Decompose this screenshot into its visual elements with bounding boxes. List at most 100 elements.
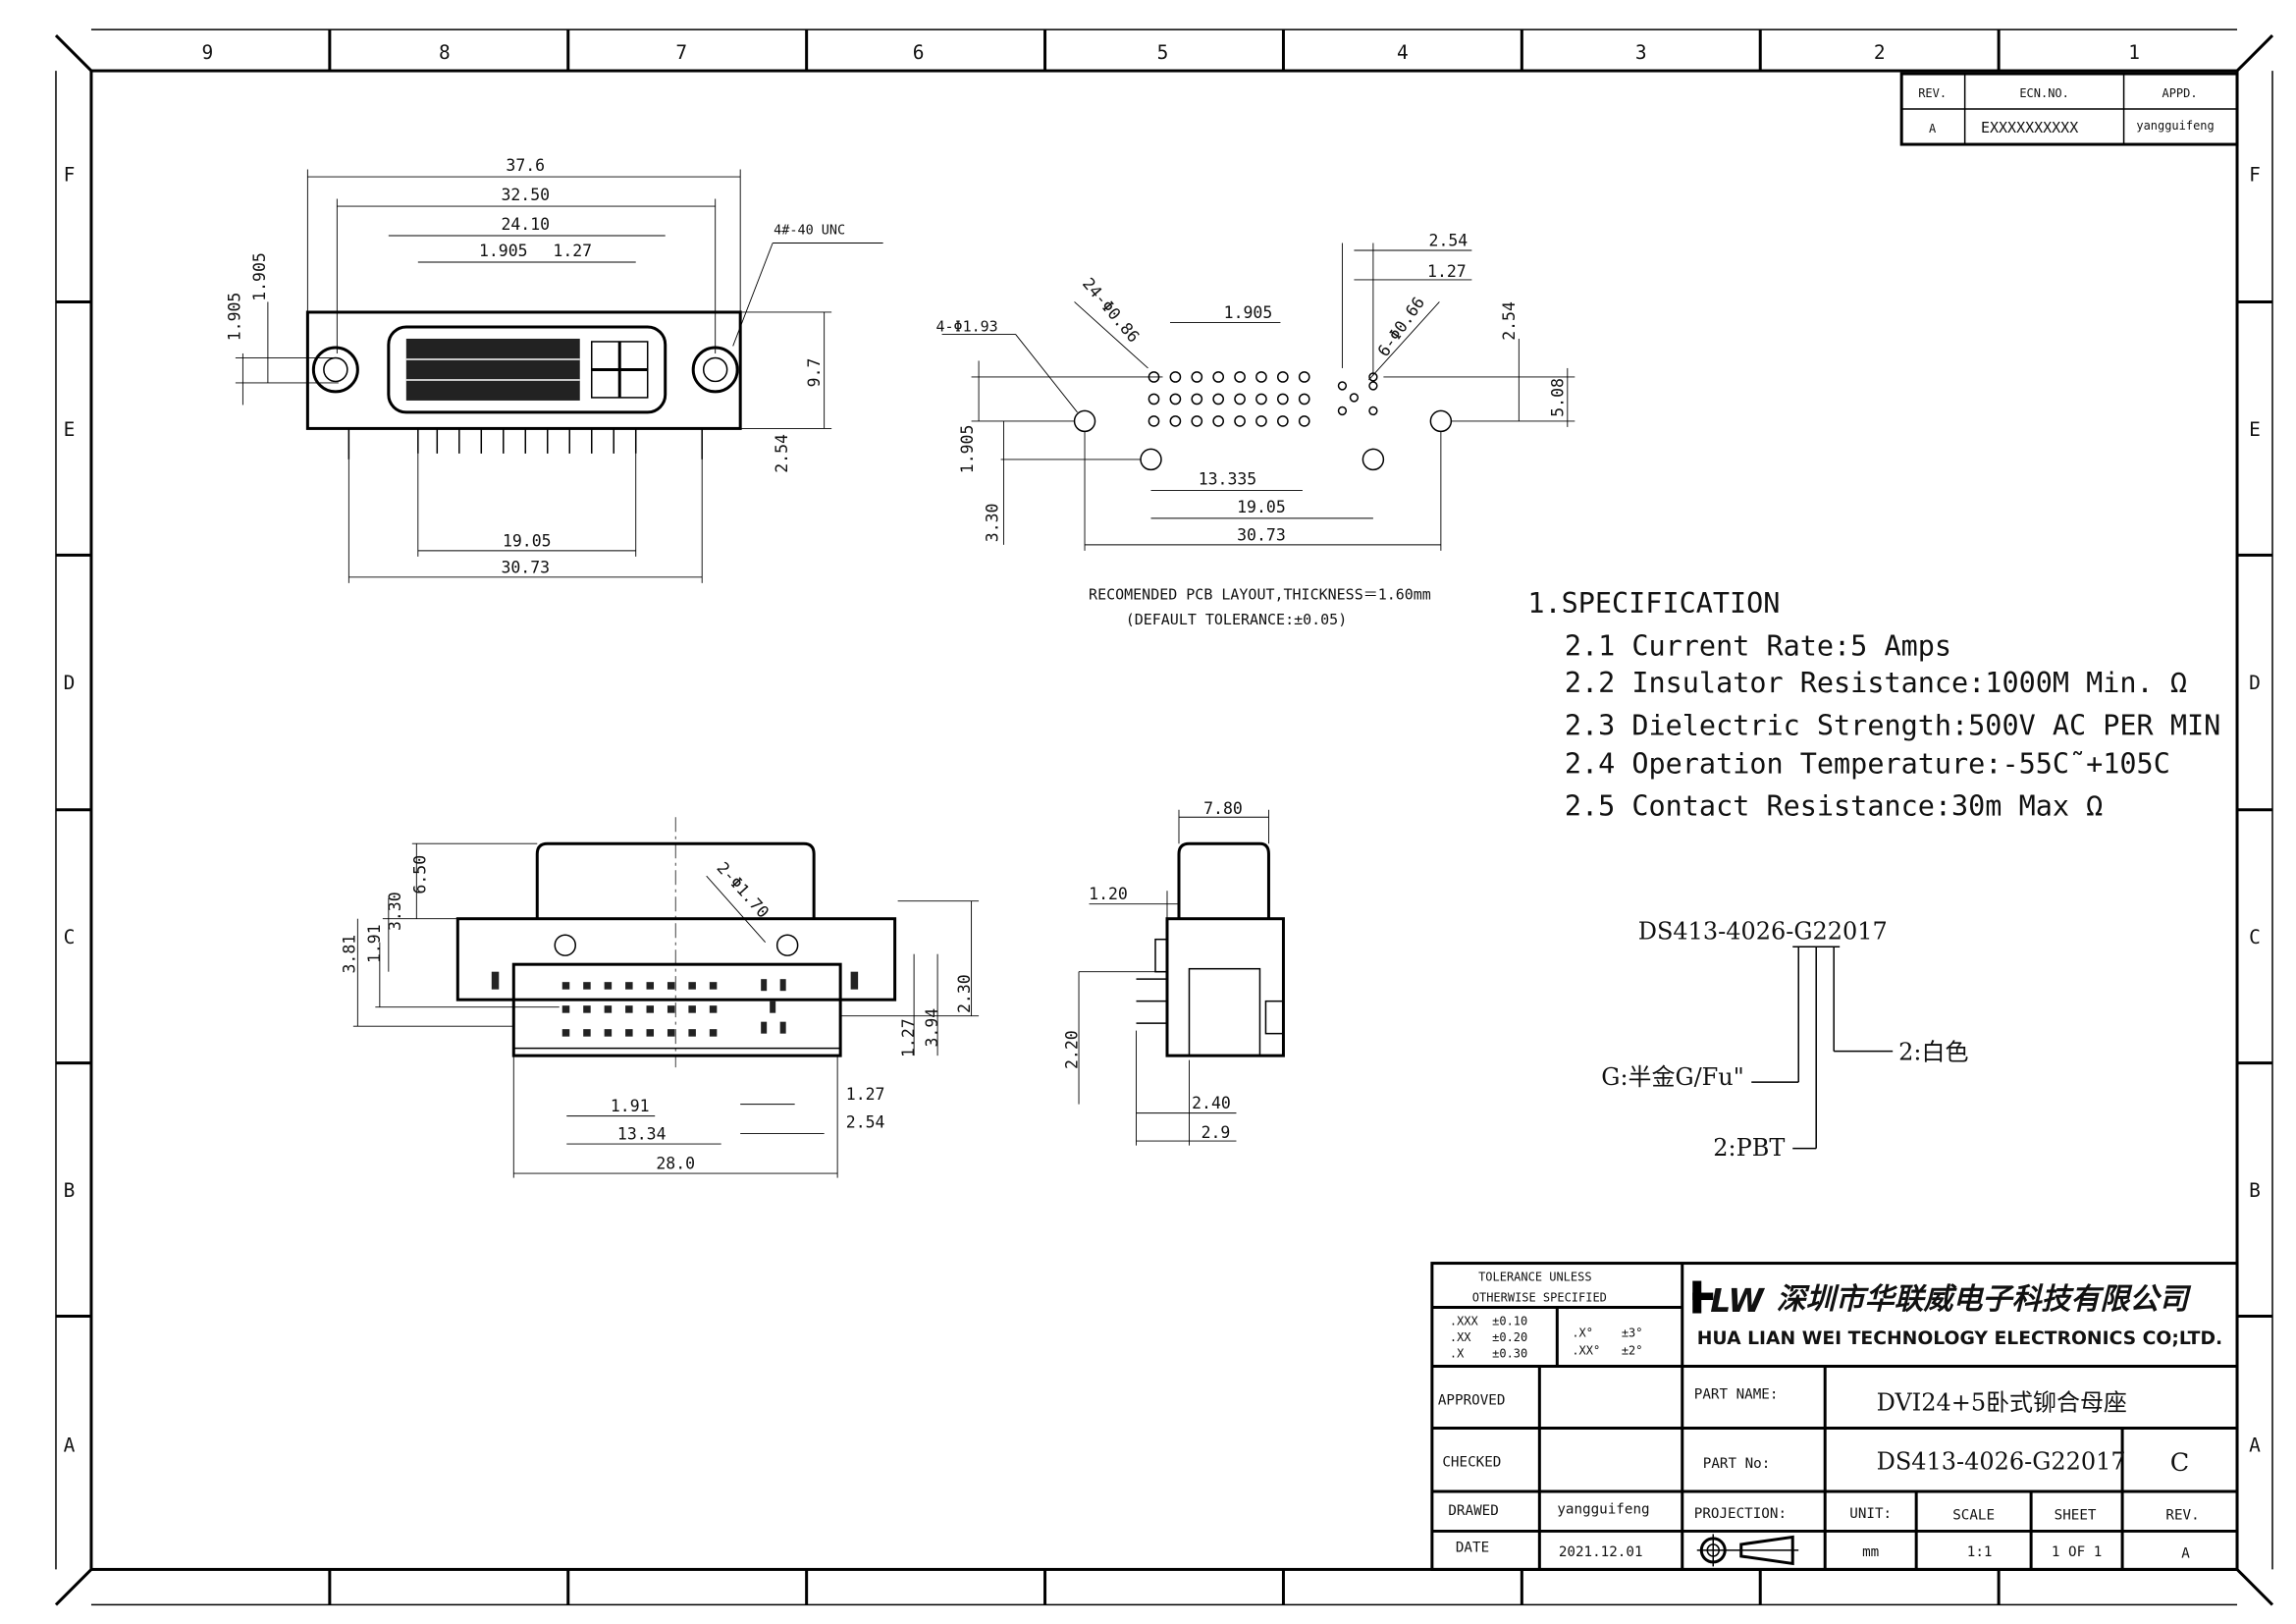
pcb-pin-hole — [1148, 393, 1160, 406]
pcb-pin-hole — [1234, 371, 1246, 383]
dimension-label: 1.91 — [365, 924, 384, 963]
contact-pin — [583, 982, 591, 990]
row-label: D — [64, 672, 76, 694]
contact-pin — [761, 1021, 768, 1034]
dimension-label: 3.94 — [923, 1008, 941, 1048]
contact-pin — [561, 1005, 570, 1013]
date-label: DATE — [1456, 1540, 1489, 1555]
contact-pin — [688, 1029, 696, 1037]
ecn-value: EXXXXXXXXXX — [1981, 119, 2078, 136]
approved-label: APPROVED — [1438, 1392, 1506, 1408]
pcb-pin-hole — [1191, 415, 1203, 427]
tolerance-value: .XX ±0.20 — [1450, 1330, 1527, 1344]
contact-pin — [770, 1001, 776, 1013]
pcb-pin-hole — [1234, 393, 1246, 406]
callout-part-number: DS413-4026-G22017 — [1638, 918, 1888, 946]
dimension-label: 1.27 — [553, 242, 592, 260]
contact-pin — [561, 982, 570, 990]
tolerance-header: OTHERWISE SPECIFIED — [1472, 1291, 1607, 1305]
scale-label: SCALE — [1952, 1507, 1995, 1523]
dimension-label: 2.20 — [1063, 1030, 1082, 1069]
contact-pin — [779, 1021, 786, 1034]
contact-pin — [646, 982, 655, 990]
row-label: A — [64, 1434, 76, 1456]
dimension-label: 4#-40 UNC — [774, 223, 845, 239]
spec-item: 2.2 Insulator Resistance:1000M Min. Ω — [1565, 667, 2187, 699]
pcb-pin-hole — [1169, 393, 1182, 406]
dimension-label: 13.335 — [1199, 469, 1257, 488]
dimension-label: 1.91 — [611, 1097, 650, 1115]
pcb-pin-hole — [1276, 371, 1289, 383]
dimension-label: 1.905 — [479, 242, 528, 260]
dimension-label: 3.81 — [340, 935, 358, 974]
contact-pin — [604, 982, 613, 990]
sheet-label: SHEET — [2055, 1507, 2097, 1523]
contact-pin — [646, 1005, 655, 1013]
date-value: 2021.12.01 — [1559, 1544, 1643, 1560]
dimension-label: 13.34 — [617, 1125, 667, 1144]
callout-material: 2:PBT — [1713, 1134, 1785, 1162]
spec-item: 2.5 Contact Resistance:30m Max Ω — [1565, 790, 2103, 823]
row-label: B — [64, 1179, 76, 1202]
column-label: 3 — [1635, 41, 1647, 64]
dimension-label: 30.73 — [501, 558, 550, 576]
pcb-pin-hole — [1276, 393, 1289, 406]
row-label: C — [64, 926, 76, 948]
contact-pin — [625, 982, 633, 990]
tolerance-header: TOLERANCE UNLESS — [1478, 1271, 1591, 1284]
pcb-pin-hole — [1212, 371, 1225, 383]
contact-pin — [604, 1029, 613, 1037]
row-label: E — [64, 418, 76, 441]
spec-item: 2.4 Operation Temperature:-55C˜+105C — [1565, 747, 2170, 780]
contact-pin — [688, 1005, 696, 1013]
contact-pin — [667, 1005, 675, 1013]
pcb-pin-hole — [1298, 371, 1310, 383]
dimension-label: 28.0 — [656, 1155, 695, 1173]
dimension-label: 2.30 — [955, 974, 974, 1013]
part-no-label: PART No: — [1703, 1456, 1771, 1472]
callout-color: 2:白色 — [1898, 1039, 1968, 1066]
pcb-pin-hole — [1368, 406, 1378, 416]
row-label: F — [2249, 164, 2261, 187]
pcb-pin-hole — [1169, 415, 1182, 427]
company-name-en: HUA LIAN WEI TECHNOLOGY ELECTRONICS CO;L… — [1697, 1328, 2222, 1349]
dimension-label: 3.30 — [386, 892, 404, 931]
column-label: 8 — [439, 41, 451, 64]
pcb-pin-hole — [1255, 415, 1267, 427]
part-name-label: PART NAME: — [1694, 1386, 1779, 1402]
pcb-pin-hole — [1368, 381, 1378, 391]
contact-pin — [583, 1005, 591, 1013]
dimension-label: 19.05 — [503, 531, 552, 550]
pcb-pin-hole — [1191, 371, 1203, 383]
contact-pin — [561, 1029, 570, 1037]
pcb-pin-hole — [1349, 393, 1360, 403]
pcb-pin-hole — [1255, 393, 1267, 406]
callout-plating: G:半金G/Fu" — [1601, 1063, 1743, 1091]
specification-block: 1.SPECIFICATION 2.1 Current Rate:5 Amps … — [1527, 587, 2220, 823]
bottom-view: 6.50 3.30 3.81 1.91 2-Φ1.70 2.30 1.27 3.… — [340, 817, 980, 1178]
dimension-label: 1.27 — [1427, 262, 1467, 281]
dimension-label: 19.05 — [1237, 498, 1286, 516]
dimension-label: 2.54 — [1500, 301, 1519, 341]
dimension-label: 2.40 — [1192, 1094, 1231, 1112]
pcb-pin-hole — [1298, 415, 1310, 427]
dimension-label: 2.54 — [1429, 231, 1468, 249]
appd-value: yangguifeng — [2136, 119, 2214, 133]
column-label: 4 — [1397, 41, 1409, 64]
drawed-label: DRAWED — [1448, 1503, 1498, 1519]
dimension-label: 3.30 — [984, 504, 1002, 543]
column-label: 9 — [202, 41, 214, 64]
dimension-label: 2.54 — [846, 1113, 885, 1132]
company-name-cn: 深圳市华联威电子科技有限公司 — [1777, 1282, 2193, 1317]
contact-pin — [625, 1005, 633, 1013]
svg-text:LW: LW — [1710, 1281, 1765, 1320]
dimension-label: 9.7 — [805, 358, 824, 388]
pcb-pin-hole — [1191, 393, 1203, 406]
title-block: TOLERANCE UNLESS OTHERWISE SPECIFIED .XX… — [1430, 1262, 2239, 1571]
contact-pin — [667, 982, 675, 990]
drawed-value: yangguifeng — [1557, 1501, 1649, 1517]
dimension-label: 2.54 — [773, 434, 791, 473]
side-view: 7.80 1.20 2.20 2.40 2.9 — [1063, 799, 1285, 1146]
contact-pin — [625, 1029, 633, 1037]
